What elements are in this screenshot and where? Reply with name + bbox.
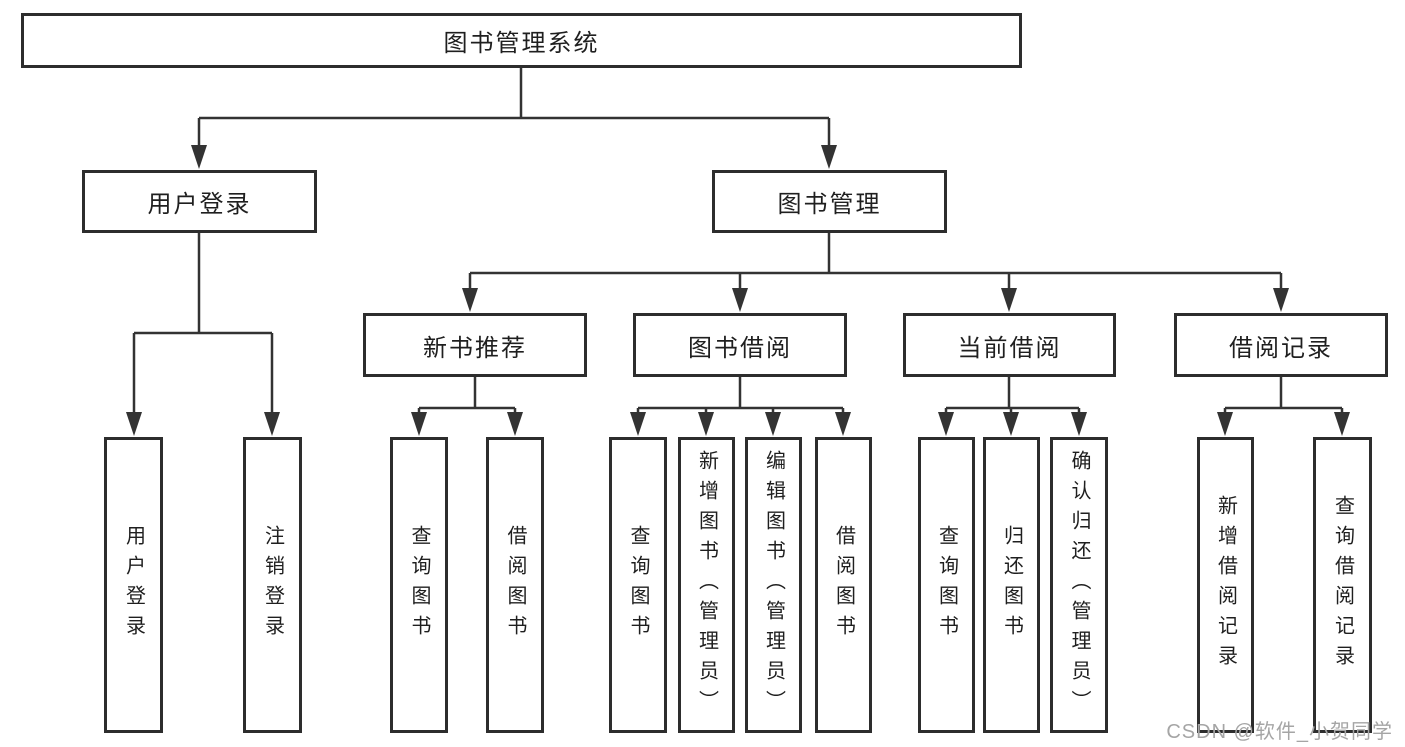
node-add-books-admin: 新增图书（管理员） xyxy=(678,437,735,733)
node-user-login-leaf: 用户登录 xyxy=(104,437,163,733)
node-confirm-return-admin-label: 确认归还（管理员） xyxy=(1068,450,1090,720)
node-borrow-books-borrowing: 借阅图书 xyxy=(815,437,872,733)
node-book-borrowing: 图书借阅 xyxy=(633,313,847,377)
watermark: CSDN @软件_小贺同学 xyxy=(1166,721,1393,743)
node-query-books-borrowing: 查询图书 xyxy=(609,437,667,733)
node-logout-leaf-label: 注销登录 xyxy=(261,525,284,645)
node-borrow-books-borrowing-label: 借阅图书 xyxy=(832,525,855,645)
node-edit-books-admin: 编辑图书（管理员） xyxy=(745,437,802,733)
node-query-books-newbooks: 查询图书 xyxy=(390,437,448,733)
node-book-mgmt: 图书管理 xyxy=(712,170,947,233)
node-borrow-books-newbooks: 借阅图书 xyxy=(486,437,544,733)
node-return-books: 归还图书 xyxy=(983,437,1040,733)
node-borrowing-records: 借阅记录 xyxy=(1174,313,1388,377)
node-return-books-label: 归还图书 xyxy=(1000,525,1023,645)
node-add-borrow-record-label: 新增借阅记录 xyxy=(1214,495,1237,675)
node-current-borrowing: 当前借阅 xyxy=(903,313,1116,377)
node-add-books-admin-label: 新增图书（管理员） xyxy=(695,450,718,720)
node-new-book-recommend: 新书推荐 xyxy=(363,313,587,377)
node-user-login: 用户登录 xyxy=(82,170,317,233)
node-root: 图书管理系统 xyxy=(21,13,1022,68)
node-logout-leaf: 注销登录 xyxy=(243,437,302,733)
node-query-books-current: 查询图书 xyxy=(918,437,975,733)
node-add-borrow-record: 新增借阅记录 xyxy=(1197,437,1254,733)
node-edit-books-admin-label: 编辑图书（管理员） xyxy=(762,450,785,720)
node-user-login-leaf-label: 用户登录 xyxy=(122,525,145,645)
node-query-books-current-label: 查询图书 xyxy=(935,525,958,645)
node-borrow-books-newbooks-label: 借阅图书 xyxy=(504,525,526,645)
node-query-books-newbooks-label: 查询图书 xyxy=(408,525,430,645)
node-query-borrow-record: 查询借阅记录 xyxy=(1313,437,1372,733)
node-confirm-return-admin: 确认归还（管理员） xyxy=(1050,437,1108,733)
arrowheads xyxy=(126,145,1350,436)
node-query-books-borrowing-label: 查询图书 xyxy=(627,525,649,645)
node-query-borrow-record-label: 查询借阅记录 xyxy=(1331,495,1354,675)
